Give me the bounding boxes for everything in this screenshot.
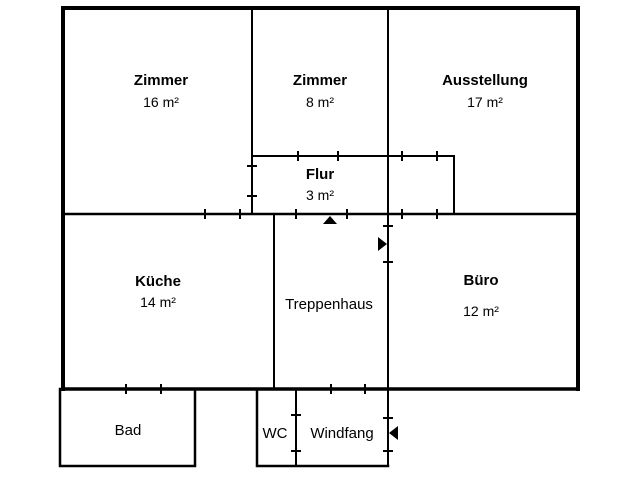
room-name-kueche: Küche — [135, 273, 181, 290]
room-name-zimmer-1: Zimmer — [133, 72, 189, 89]
arrow-right-icon — [378, 237, 387, 251]
room-area-flur: 3 m² — [306, 187, 334, 203]
room-area-zimmer-2: 8 m² — [306, 94, 334, 110]
room-area-kueche: 14 m² — [140, 294, 176, 310]
entrance-arrows — [323, 216, 398, 440]
room-name-ausstellung: Ausstellung — [442, 72, 528, 89]
room-name-wc: WC — [262, 425, 288, 442]
room-area-buero: 12 m² — [463, 303, 499, 319]
room-name-windfang: Windfang — [310, 425, 374, 442]
room-name-flur: Flur — [305, 166, 335, 183]
room-name-treppenhaus: Treppenhaus — [285, 296, 373, 313]
wall-flur — [251, 155, 455, 215]
door-marks — [125, 151, 438, 452]
room-area-ausstellung: 17 m² — [467, 94, 503, 110]
arrow-up-icon — [323, 216, 337, 224]
wall-wc — [255, 387, 390, 468]
room-name-bad: Bad — [114, 422, 142, 439]
arrow-left-icon — [389, 426, 398, 440]
walls — [58, 6, 580, 468]
wall-bad — [58, 387, 197, 468]
room-name-buero: Büro — [463, 272, 499, 289]
room-area-zimmer-1: 16 m² — [143, 94, 179, 110]
room-name-zimmer-2: Zimmer — [292, 72, 348, 89]
